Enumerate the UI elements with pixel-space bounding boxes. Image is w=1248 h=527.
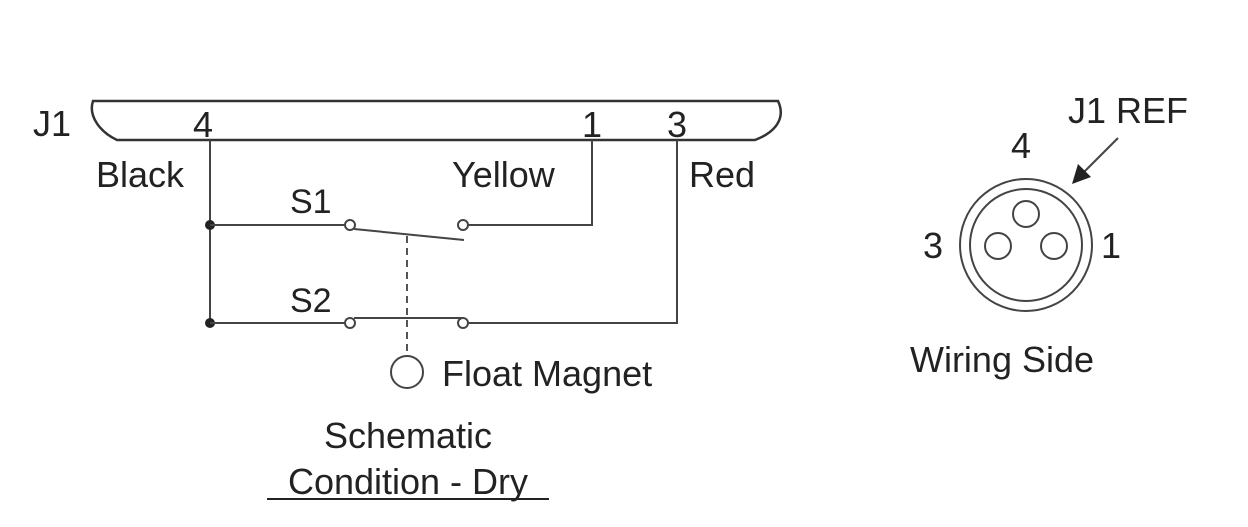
float-magnet-symbol [390, 355, 424, 389]
wire-label-yellow: Yellow [452, 154, 556, 195]
s1-contact-right [457, 219, 469, 231]
pin-socket-1 [1040, 232, 1068, 260]
s2-contact-left [344, 317, 356, 329]
float-magnet-label: Float Magnet [442, 353, 652, 394]
wire-label-black: Black [96, 154, 185, 195]
pin-number-4: 4 [193, 104, 213, 145]
face-pin-number-3: 3 [923, 225, 943, 266]
switch-label-s1: S1 [290, 183, 332, 221]
pin-socket-4 [1012, 200, 1040, 228]
j1-ref-label: J1 REF [1068, 90, 1188, 131]
s1-blade [353, 228, 465, 241]
pin-number-3: 3 [667, 104, 687, 145]
s1-contact-left [344, 219, 356, 231]
connector-inner-ring [969, 188, 1083, 302]
wire-red [468, 140, 678, 324]
ref-arrow-line [1083, 137, 1119, 173]
s2-contact-right [457, 317, 469, 329]
pin-socket-3 [984, 232, 1012, 260]
face-pin-number-1: 1 [1101, 225, 1121, 266]
connector-housing [90, 99, 782, 142]
face-pin-number-4: 4 [1011, 125, 1031, 166]
ref-arrow-head [1072, 164, 1091, 184]
wire-label-red: Red [689, 154, 755, 195]
schematic-caption-line2: Condition - Dry [288, 461, 528, 502]
wire-yellow [468, 140, 593, 226]
connector-label: J1 [33, 103, 71, 144]
schematic-caption-line1: Schematic [324, 415, 492, 456]
schematic: J1 4 1 3 Black Yellow Red S1 S2 Flo [33, 99, 782, 502]
switch-label-s2: S2 [290, 282, 332, 320]
wiring-side-caption: Wiring Side [910, 339, 1094, 380]
connector-face: J1 REF 4 3 1 Wiring Side [910, 90, 1188, 380]
pin-number-1: 1 [582, 104, 602, 145]
